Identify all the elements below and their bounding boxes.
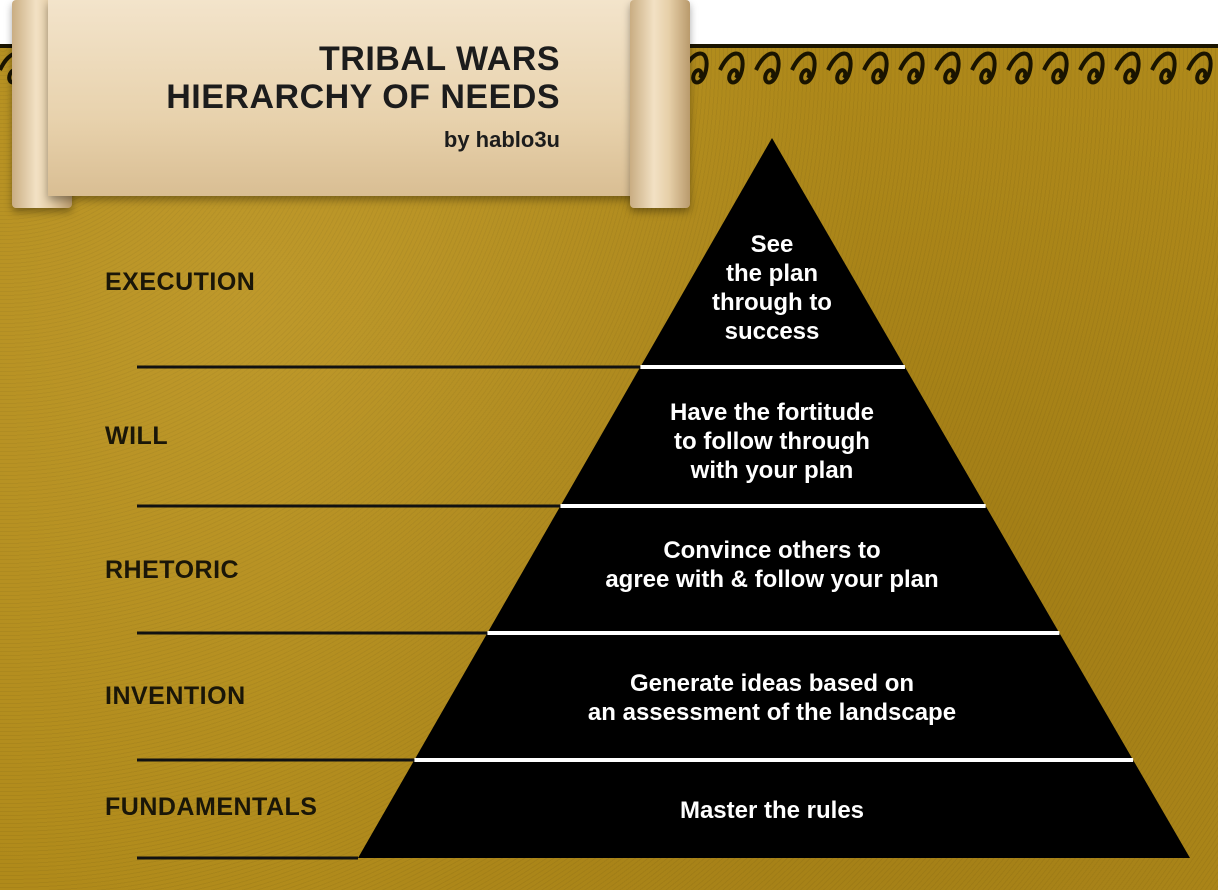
scroll-roll-right xyxy=(630,0,690,208)
level-label-execution: EXECUTION xyxy=(105,268,256,296)
title-line-2: HIERARCHY OF NEEDS xyxy=(166,78,560,116)
level-label-invention: INVENTION xyxy=(105,682,246,710)
title-line-1: TRIBAL WARS xyxy=(319,40,560,78)
tier-text-fundamentals: Master the rules xyxy=(679,797,865,824)
author-byline: by hablo3u xyxy=(443,127,560,152)
tier-text-will: Have the fortitude to follow through wit… xyxy=(669,399,875,484)
scroll-parchment xyxy=(48,0,654,196)
level-label-rhetoric: RHETORIC xyxy=(105,556,240,584)
pyramid-shape xyxy=(358,138,1190,858)
level-label-will: WILL xyxy=(105,422,169,450)
title-scroll: TRIBAL WARS HIERARCHY OF NEEDS by hablo3… xyxy=(12,0,690,208)
tier-text-execution: See the plan through to success xyxy=(712,231,832,345)
tier-text-rhetoric: Convince others to agree with & follow y… xyxy=(605,537,939,593)
level-label-fundamentals: FUNDAMENTALS xyxy=(105,793,318,821)
tier-text-invention: Generate ideas based on an assessment of… xyxy=(587,670,957,726)
